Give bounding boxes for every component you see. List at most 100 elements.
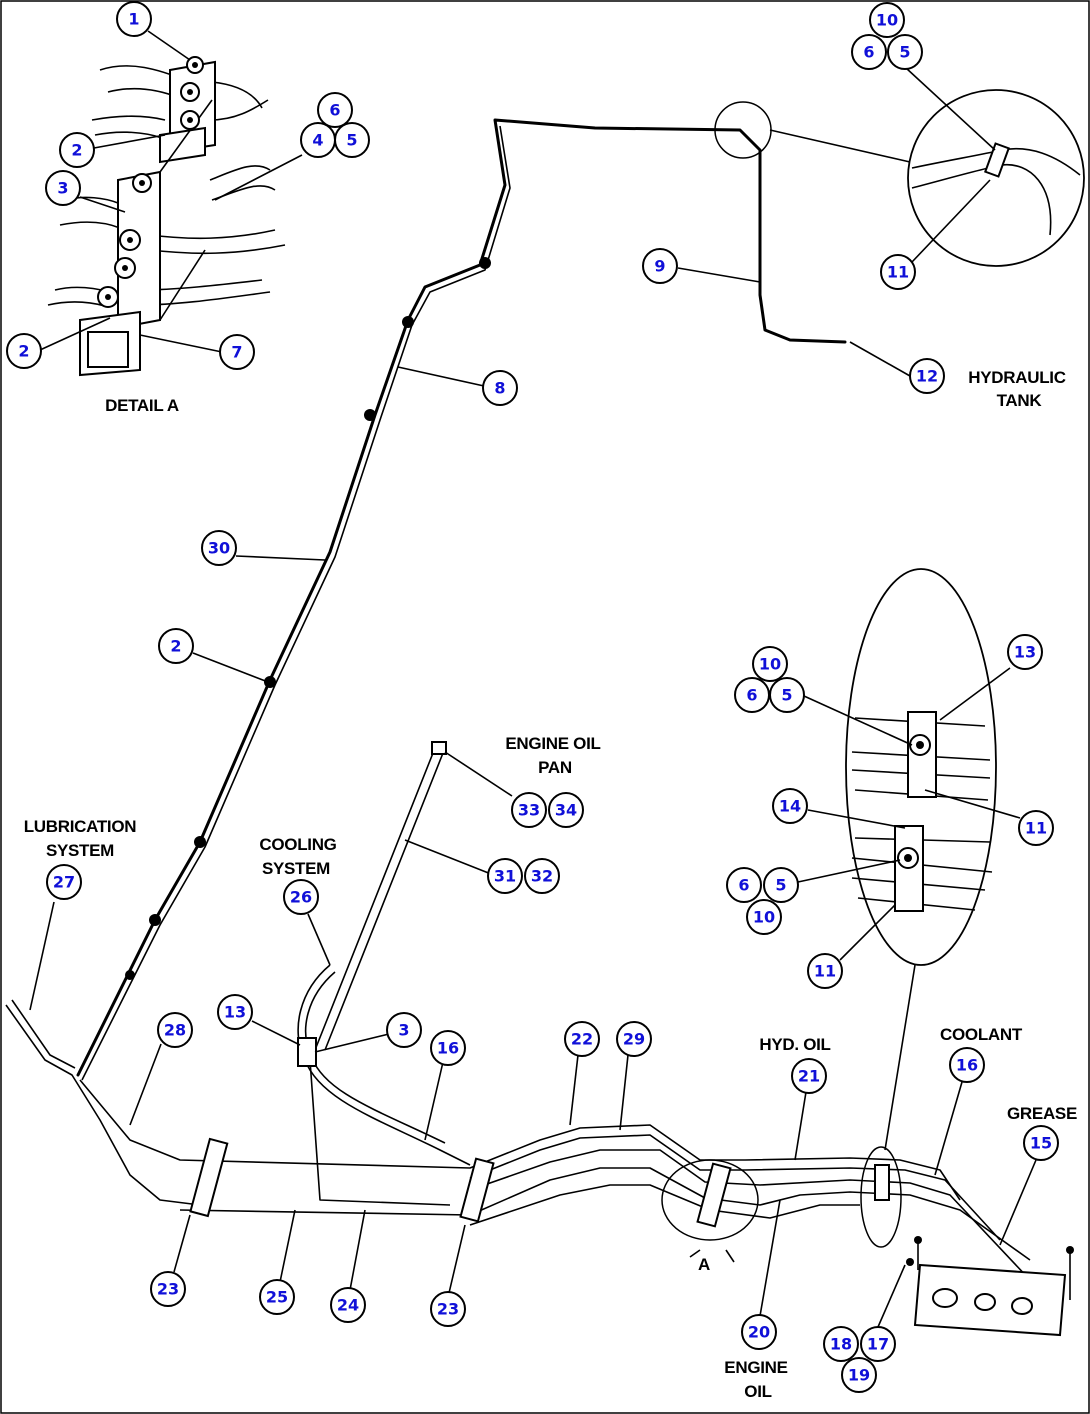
svg-text:8: 8 [494, 379, 505, 398]
callout-5: 5 [763, 867, 799, 903]
engine-label-bottom: ENGINE [724, 1358, 787, 1377]
svg-text:6: 6 [863, 43, 874, 62]
svg-text:2: 2 [18, 342, 29, 361]
detail-a-label: DETAIL A [105, 396, 179, 415]
svg-text:5: 5 [346, 131, 357, 150]
leader-lines [29, 30, 1037, 1328]
callout-20: 20 [741, 1314, 777, 1350]
callout-22: 22 [564, 1021, 600, 1057]
svg-text:3: 3 [57, 179, 68, 198]
svg-text:23: 23 [157, 1280, 179, 1299]
svg-text:23: 23 [437, 1300, 459, 1319]
svg-text:19: 19 [848, 1366, 870, 1385]
callout-29: 29 [616, 1021, 652, 1057]
svg-text:17: 17 [867, 1335, 889, 1354]
bottom-lines-harness [79, 1079, 1031, 1281]
callout-25: 25 [259, 1279, 295, 1315]
svg-text:28: 28 [164, 1021, 186, 1040]
callout-28: 28 [157, 1012, 193, 1048]
callout-8: 8 [482, 370, 518, 406]
svg-text:26: 26 [290, 888, 312, 907]
main-lube-line [76, 118, 847, 1081]
cooling-label: COOLING [259, 835, 336, 854]
svg-text:16: 16 [437, 1039, 459, 1058]
callouts: 1 2 3 6 4 5 2 7 10 6 5 11 9 12 8 30 2 10… [6, 1, 1059, 1393]
callout-18: 18 [823, 1326, 859, 1362]
svg-text:25: 25 [266, 1288, 288, 1307]
callout-13: 13 [217, 994, 253, 1030]
svg-text:10: 10 [753, 908, 775, 927]
callout-11: 11 [1018, 810, 1054, 846]
svg-text:21: 21 [798, 1067, 820, 1086]
callout-32: 32 [524, 858, 560, 894]
callout-19: 19 [841, 1357, 877, 1393]
callout-16: 16 [430, 1030, 466, 1066]
hose-clamp-detail [845, 568, 997, 1151]
svg-text:15: 15 [1030, 1134, 1052, 1153]
callout-24: 24 [330, 1287, 366, 1323]
svg-text:2: 2 [170, 637, 181, 656]
svg-text:5: 5 [899, 43, 910, 62]
callout-15: 15 [1023, 1125, 1059, 1161]
pan-label: PAN [538, 758, 572, 777]
svg-text:14: 14 [779, 797, 801, 816]
svg-text:27: 27 [53, 873, 75, 892]
callout-11: 11 [807, 953, 843, 989]
callout-3: 3 [45, 170, 81, 206]
callout-31: 31 [487, 858, 523, 894]
detail-a-marker: A [698, 1255, 710, 1274]
lubrication-system-line [5, 999, 201, 1206]
svg-text:9: 9 [654, 257, 665, 276]
callout-16: 16 [949, 1047, 985, 1083]
callout-12: 12 [909, 358, 945, 394]
svg-text:12: 12 [916, 367, 938, 386]
callout-14: 14 [772, 788, 808, 824]
callout-7: 7 [219, 334, 255, 370]
svg-text:22: 22 [571, 1030, 593, 1049]
callout-6: 6 [726, 867, 762, 903]
svg-text:29: 29 [623, 1030, 645, 1049]
callout-1: 1 [116, 1, 152, 37]
callout-4: 4 [300, 122, 336, 158]
callout-23: 23 [150, 1271, 186, 1307]
svg-text:16: 16 [956, 1056, 978, 1075]
callout-11: 11 [880, 254, 916, 290]
svg-text:11: 11 [887, 263, 909, 282]
callout-30: 30 [201, 530, 237, 566]
grease-label: GREASE [1007, 1104, 1077, 1123]
callout-2: 2 [59, 132, 95, 168]
callout-26: 26 [283, 879, 319, 915]
callout-10: 10 [869, 2, 905, 38]
svg-text:7: 7 [231, 343, 242, 362]
lubrication-system-label: SYSTEM [46, 841, 114, 860]
svg-text:24: 24 [337, 1296, 359, 1315]
callout-6: 6 [734, 677, 770, 713]
svg-text:10: 10 [876, 11, 898, 30]
svg-text:18: 18 [830, 1335, 852, 1354]
hydraulic-tank-detail [714, 89, 1085, 267]
callout-5: 5 [334, 122, 370, 158]
grease-fitting-block [906, 1236, 1074, 1337]
hyd-oil-label: HYD. OIL [759, 1035, 830, 1054]
svg-text:2: 2 [71, 141, 82, 160]
callout-2: 2 [158, 628, 194, 664]
oil-label-bottom: OIL [744, 1382, 771, 1401]
svg-text:11: 11 [1025, 819, 1047, 838]
callout-6: 6 [851, 34, 887, 70]
tank-label: TANK [997, 391, 1043, 410]
callout-10: 10 [752, 646, 788, 682]
svg-text:20: 20 [748, 1323, 770, 1342]
svg-text:34: 34 [555, 801, 577, 820]
svg-text:6: 6 [746, 686, 757, 705]
svg-text:30: 30 [208, 539, 230, 558]
lubrication-label: LUBRICATION [24, 817, 137, 836]
callout-6: 6 [317, 92, 353, 128]
hydraulic-label: HYDRAULIC [968, 368, 1065, 387]
svg-text:33: 33 [518, 801, 540, 820]
callout-17: 17 [860, 1326, 896, 1362]
svg-text:5: 5 [781, 686, 792, 705]
callout-5: 5 [769, 677, 805, 713]
callout-23: 23 [430, 1291, 466, 1327]
